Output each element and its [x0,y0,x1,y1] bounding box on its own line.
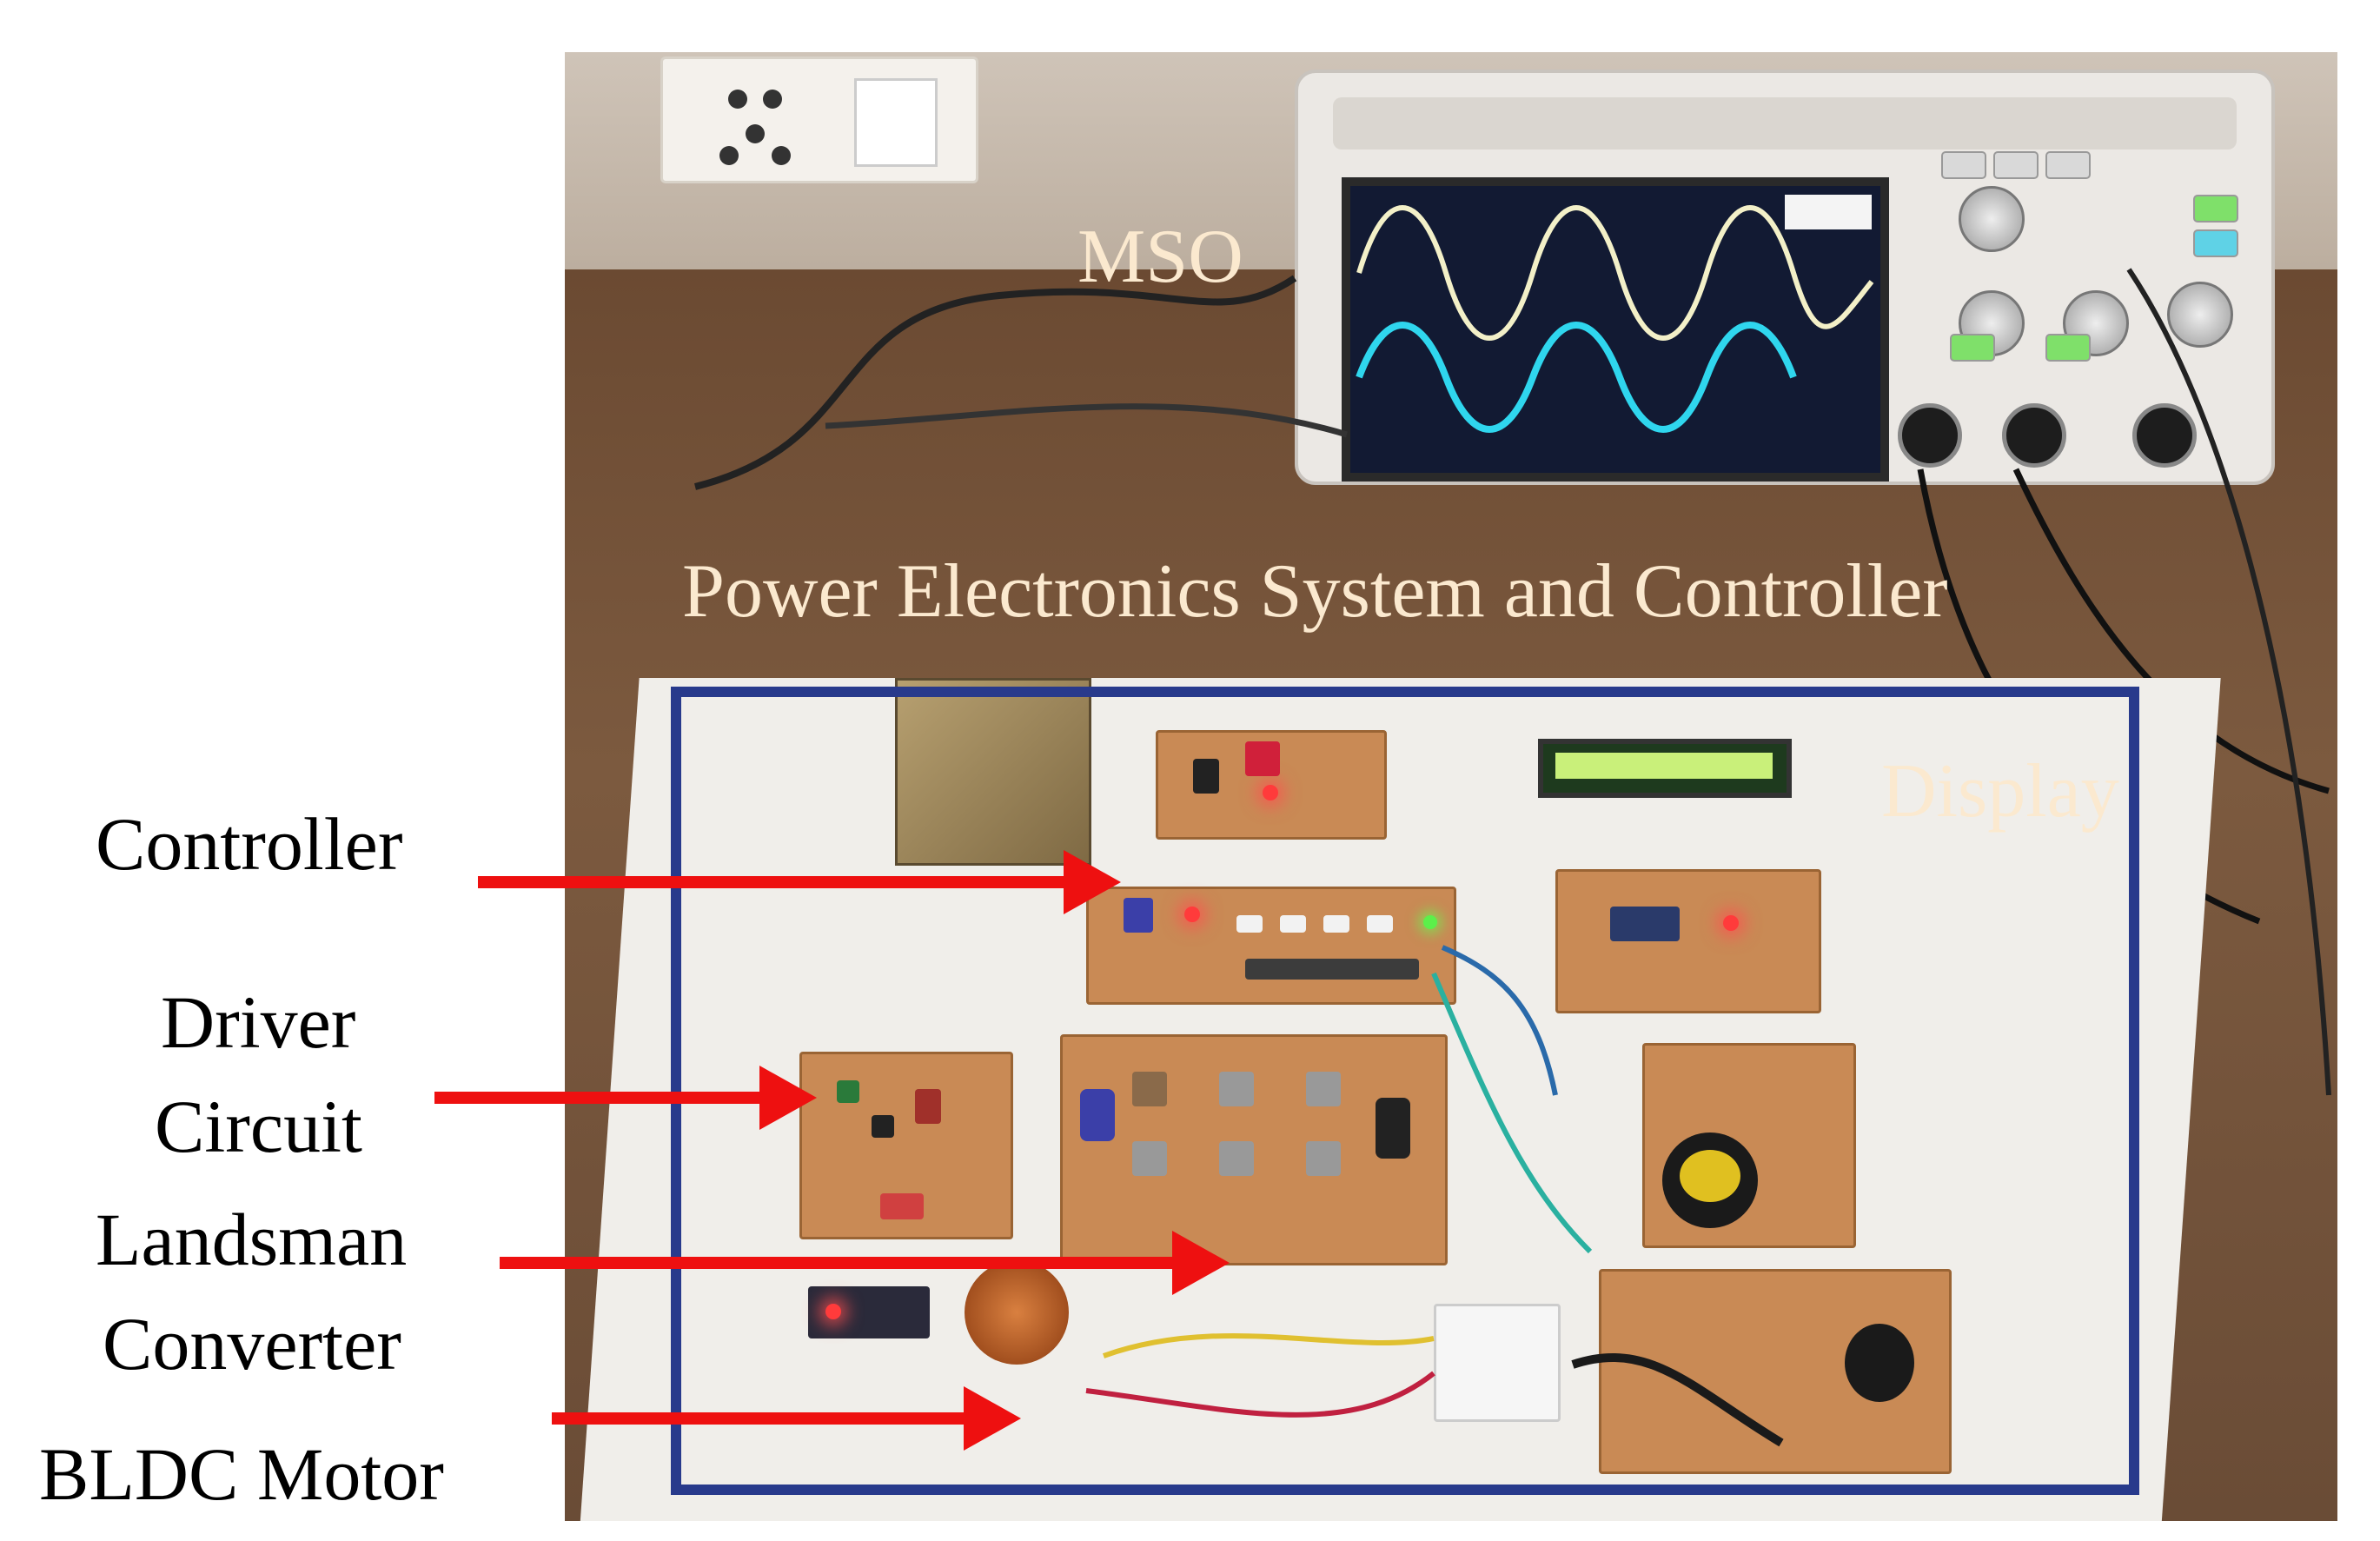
bldc-motor-label: BLDC Motor [39,1432,444,1516]
ir-sensor [808,1286,930,1338]
probe-wires [1085,945,1784,1447]
driver-circuit-board [799,1052,1013,1239]
controller-label: Controller [96,802,403,886]
power-electronics-frame [671,687,2139,1495]
landsman-converter-board [1060,1034,1448,1265]
transformer [895,678,1091,866]
lcd-display [1538,739,1792,798]
converter-label: Converter [103,1302,401,1385]
mso-label: MSO [1077,215,1243,299]
current-sensor-board [1642,1043,1856,1248]
landsman-converter-arrow [500,1231,1230,1295]
wall-socket [660,56,978,183]
bldc-motor-arrow [552,1386,1021,1451]
landsman-label: Landsman [96,1198,408,1281]
waveform-traces [1356,195,1874,433]
controller-arrow [478,850,1121,914]
oscilloscope [1295,70,2275,485]
driver-circuit-arrow [434,1066,817,1130]
power-electronics-label: Power Electronics System and Controller [682,549,1948,634]
oscilloscope-screen [1342,177,1889,482]
power-supply-board [1156,730,1387,840]
controller-board [1086,887,1456,1005]
bldc-motor [965,1260,1069,1365]
driver-label: Driver [161,980,356,1064]
display-label: Display [1881,749,2119,834]
sensor-board [1555,869,1821,1013]
terminal-block [1434,1304,1561,1422]
circuit-label: Circuit [155,1085,362,1168]
setup-photo [565,52,2337,1521]
